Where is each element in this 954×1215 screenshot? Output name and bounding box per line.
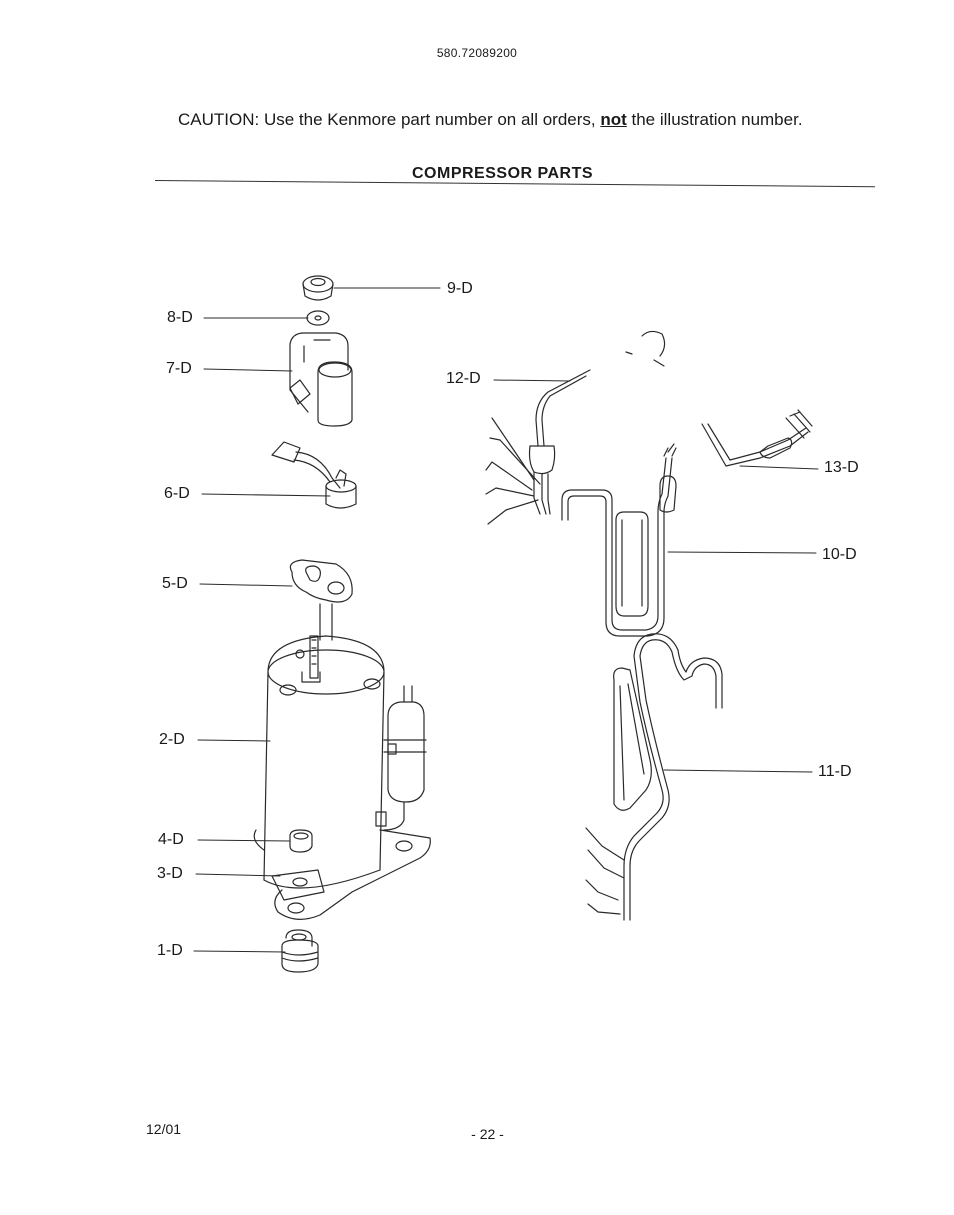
part-8-washer xyxy=(306,310,330,326)
callout-4-d: 4-D xyxy=(158,831,184,848)
caution-text-prefix: CAUTION: Use the Kenmore part number on … xyxy=(178,110,601,129)
caution-emphasis: not xyxy=(600,110,627,129)
part-11-tube xyxy=(585,633,723,921)
callout-5-d: 5-D xyxy=(162,575,188,592)
callout-1-d: 1-D xyxy=(157,942,183,959)
callout-8-d: 8-D xyxy=(167,309,193,326)
callout-7-d: 7-D xyxy=(166,360,192,377)
callout-12-d: 12-D xyxy=(446,370,481,387)
page-number: - 22 - xyxy=(471,1126,504,1142)
leader-lines xyxy=(193,287,819,953)
part-13-tube xyxy=(701,409,813,467)
part-12-capillary-assembly xyxy=(485,330,666,525)
callout-9-d: 9-D xyxy=(447,280,473,297)
callout-6-d: 6-D xyxy=(164,485,190,502)
part-1-rubber-mount xyxy=(281,929,319,973)
part-2-compressor xyxy=(253,603,431,920)
part-7-terminal-cover xyxy=(289,332,353,427)
part-10-tube xyxy=(561,443,677,637)
callout-2-d: 2-D xyxy=(159,731,185,748)
model-number: 580.72089200 xyxy=(436,46,518,60)
caution-text-suffix: the illustration number. xyxy=(626,110,803,129)
callout-13-d: 13-D xyxy=(824,459,859,476)
part-4-nut xyxy=(289,829,313,853)
part-6-overload-protector xyxy=(271,441,357,509)
callout-10-d: 10-D xyxy=(822,546,857,563)
callout-3-d: 3-D xyxy=(157,865,183,882)
part-5-gasket xyxy=(289,559,353,603)
part-9-grommet xyxy=(302,275,334,301)
callout-11-d: 11-D xyxy=(818,763,852,780)
footer-date: 12/01 xyxy=(146,1121,182,1137)
section-title: COMPRESSOR PARTS xyxy=(412,165,594,182)
caution-note: CAUTION: Use the Kenmore part number on … xyxy=(178,110,803,130)
